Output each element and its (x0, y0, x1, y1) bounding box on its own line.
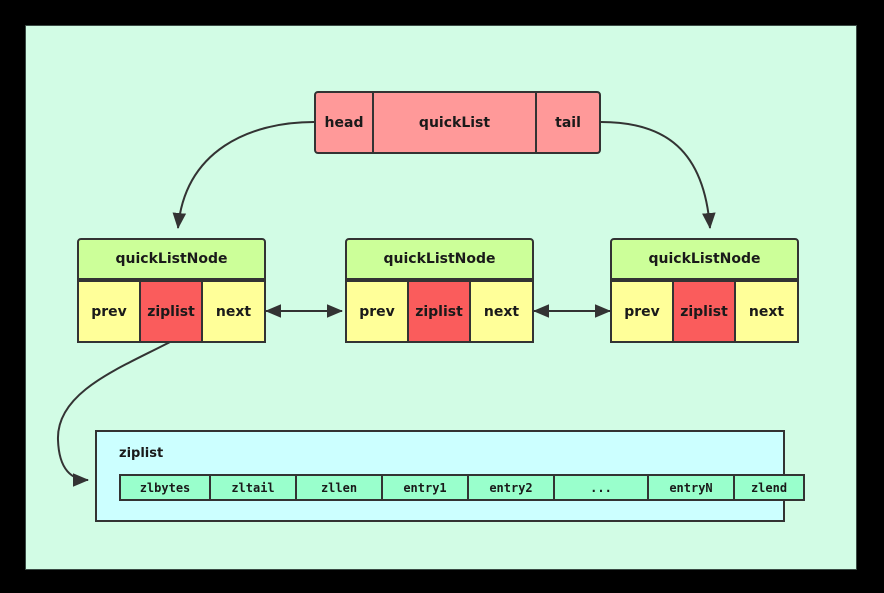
ziplist-cell-label: entry2 (489, 480, 533, 495)
quicklistnode-1-header-label: quickListNode (115, 251, 228, 267)
quicklistnode-3-ziplist[interactable]: ziplist (672, 280, 736, 343)
quicklist-tail-cell[interactable]: tail (535, 91, 601, 154)
ziplist-cell-zlend[interactable]: zlend (733, 474, 805, 501)
ziplist-title: ziplist (119, 446, 164, 461)
quicklistnode-2-ziplist-label: ziplist (415, 303, 463, 320)
quicklist-center-label: quickList (418, 114, 491, 131)
ziplist-cell-label: zltail (231, 480, 275, 495)
quicklistnode-3: quickListNode prev ziplist next (610, 238, 799, 343)
quicklistnode-3-header-label: quickListNode (648, 251, 761, 267)
quicklistnode-3-prev-label: prev (624, 303, 660, 320)
ziplist-cell-label: zllen (320, 480, 358, 495)
ziplist-container: ziplist zlbytes zltail zllen entry1 entry2..… (95, 430, 805, 522)
quicklistnode-2-header[interactable]: quickListNode (345, 238, 534, 280)
quicklistnode-2-prev[interactable]: prev (345, 280, 407, 343)
quicklist-tail-label: tail (555, 114, 581, 131)
ziplist-cell-zlbytes[interactable]: zlbytes (119, 474, 209, 501)
quicklistnode-2: quickListNode prev ziplist next (345, 238, 534, 343)
ziplist-cell-label: entry1 (403, 480, 447, 495)
quicklistnode-3-next[interactable]: next (736, 280, 799, 343)
quicklistnode-1-header[interactable]: quickListNode (77, 238, 266, 280)
ziplist-cell-label: entryN (669, 480, 713, 495)
ziplist-cell-row: zlbytes zltail zllen entry1 entry2... entryN z… (119, 474, 805, 501)
quicklistnode-2-next[interactable]: next (471, 280, 534, 343)
quicklistnode-3-header[interactable]: quickListNode (610, 238, 799, 280)
quicklistnode-2-prev-label: prev (359, 303, 395, 320)
ziplist-cell-label: ... (590, 480, 612, 495)
quicklistnode-2-next-label: next (483, 303, 520, 320)
ziplist-cell-zltail[interactable]: zltail (209, 474, 295, 501)
quicklistnode-2-header-label: quickListNode (383, 251, 496, 267)
quicklistnode-1-prev-label: prev (91, 303, 127, 320)
quicklistnode-3-ziplist-label: ziplist (680, 303, 728, 320)
ziplist-cell-entry2[interactable]: entry2 (467, 474, 553, 501)
ziplist-cell-label: zlend (750, 480, 788, 495)
quicklist-center-cell[interactable]: quickList (374, 91, 535, 154)
quicklistnode-1-ziplist[interactable]: ziplist (139, 280, 203, 343)
ziplist-cell-entryN[interactable]: entryN (647, 474, 733, 501)
ziplist-cell-label: zlbytes (139, 480, 191, 495)
ziplist-cell-entry1[interactable]: entry1 (381, 474, 467, 501)
quicklistnode-1-prev[interactable]: prev (77, 280, 139, 343)
quicklistnode-3-prev[interactable]: prev (610, 280, 672, 343)
quicklistnode-1-ziplist-label: ziplist (147, 303, 195, 320)
quicklistnode-1: quickListNode prev ziplist next (77, 238, 266, 343)
quicklistnode-3-next-label: next (748, 303, 785, 320)
quicklist-head-label: head (324, 114, 364, 131)
quicklistnode-1-next-label: next (215, 303, 252, 320)
quicklist-head-cell[interactable]: head (314, 91, 374, 154)
quicklistnode-2-ziplist[interactable]: ziplist (407, 280, 471, 343)
quicklistnode-1-next[interactable]: next (203, 280, 266, 343)
ziplist-cell-zllen[interactable]: zllen (295, 474, 381, 501)
ziplist-cell-ellipsisellipsisellipsis[interactable]: ... (553, 474, 647, 501)
